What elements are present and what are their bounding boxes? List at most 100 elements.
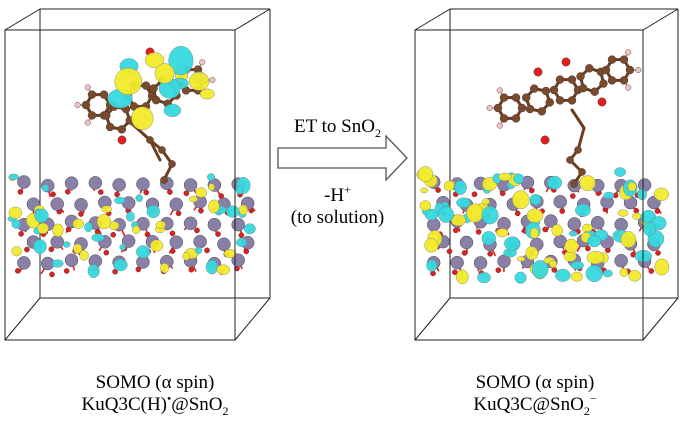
tin-atom	[567, 217, 581, 231]
orbital-lobe	[643, 221, 656, 237]
tin-atom	[88, 176, 103, 190]
orbital-lobe	[526, 208, 544, 223]
oxygen-atom	[453, 227, 459, 234]
hydrogen-atom	[84, 119, 91, 126]
hydrogen-atom	[635, 66, 642, 73]
carbon-atom	[578, 168, 586, 176]
oxygen-atom	[17, 189, 24, 195]
oxygen-atom	[97, 189, 104, 195]
oxygen-atom	[18, 231, 24, 237]
oxygen-atom	[198, 207, 204, 214]
oxygen-atom	[169, 230, 176, 237]
tin-atom	[614, 217, 628, 232]
hydrogen-atom	[625, 84, 632, 91]
orbital-lobe	[114, 67, 143, 96]
orbital-lobe	[619, 267, 629, 277]
orbital-lobe	[144, 52, 165, 69]
orbital-lobe	[614, 167, 626, 177]
orbital-lobe	[653, 187, 669, 202]
oxygen-atom	[175, 210, 182, 217]
orbital-lobe	[136, 245, 151, 259]
orbital-lobe	[654, 258, 670, 276]
tin-atom	[183, 178, 198, 192]
orbital-lobe	[168, 45, 194, 76]
orbital-lobe	[570, 261, 584, 270]
tin-atom	[50, 197, 64, 211]
orbital-lobe	[216, 264, 230, 275]
oxygen-atom	[654, 208, 661, 214]
carbon-atom	[555, 75, 565, 84]
oxygen-atom	[183, 190, 190, 197]
tin-atom	[169, 235, 183, 249]
oxygen-atom	[461, 250, 468, 256]
orbital-lobe	[513, 173, 524, 184]
orbital-lobe	[114, 196, 126, 205]
orbital-lobe	[551, 224, 563, 237]
transition-arrow	[277, 134, 408, 182]
oxygen-atom	[633, 207, 640, 214]
oxygen-atom	[110, 231, 116, 238]
orbital-lobe	[512, 190, 530, 210]
right-system-label: KuQ3C@SnO2−	[473, 391, 597, 418]
carbon-atom	[99, 90, 109, 99]
orbital-lobe	[581, 223, 593, 233]
orbital-lobe	[555, 268, 571, 282]
orbital-lobe	[62, 241, 71, 248]
carbon-atom	[525, 104, 535, 114]
deprotonation-label: -H+ (to solution)	[270, 184, 405, 229]
orbital-lobe	[549, 260, 557, 268]
hydrogen-atom	[209, 76, 216, 83]
orbital-lobe	[426, 259, 438, 272]
carbon-atom	[141, 81, 151, 90]
orbital-lobe	[481, 231, 496, 246]
orbital-lobe	[238, 204, 248, 216]
left-state-caption: SOMO (α spin) KuQ3C(H)•@SnO2	[40, 372, 270, 417]
hydrogen-atom	[496, 87, 503, 94]
oxygen-atom	[597, 97, 607, 107]
orbital-lobe	[628, 270, 642, 282]
carbon-atom	[545, 98, 554, 107]
electron-transfer-label: ET to SnO2	[294, 116, 381, 140]
to-solution-line: (to solution)	[290, 207, 385, 228]
orbital-lobe	[529, 194, 542, 206]
right-kuq3c-molecule	[486, 49, 642, 188]
tin-atom	[614, 254, 628, 268]
orbital-lobe	[420, 187, 429, 194]
carbon-atom	[158, 146, 166, 154]
orbital-lobe	[113, 258, 128, 272]
orbital-lobe	[586, 250, 605, 265]
tin-atom	[193, 234, 207, 249]
carbon-atom	[625, 65, 635, 75]
left-simulation-cell	[4, 8, 271, 341]
orbital-lobe	[195, 187, 208, 198]
carbon-atom	[567, 75, 577, 84]
orbital-lobe	[163, 103, 182, 117]
right-slab-orbital-lobes	[416, 166, 670, 285]
orbital-lobe	[243, 223, 256, 235]
orbital-lobe	[637, 188, 647, 201]
orbital-lobe	[208, 199, 220, 214]
orbital-lobe	[132, 225, 141, 235]
orbital-lobe	[199, 88, 215, 100]
tin-atom	[591, 215, 605, 230]
orbital-lobe	[236, 237, 248, 248]
orbital-lobe	[579, 175, 596, 191]
orbital-lobe	[146, 204, 160, 219]
oxygen-atom	[452, 269, 458, 276]
orbital-lobe	[208, 183, 215, 191]
tin-atom	[50, 235, 64, 249]
oxygen-atom	[559, 208, 566, 214]
oxygen-atom	[117, 135, 127, 145]
hydrogen-atom	[84, 84, 91, 91]
tin-atom	[473, 256, 488, 270]
carbon-atom	[87, 111, 97, 120]
orbital-lobe	[620, 231, 637, 248]
orbital-lobe	[525, 246, 539, 261]
tin-atom	[450, 255, 464, 270]
carbon-atom	[493, 103, 503, 113]
orbital-lobe	[8, 206, 23, 220]
orbital-lobe	[84, 222, 93, 233]
orbital-lobe	[188, 71, 210, 91]
carbon-atom	[607, 55, 617, 64]
carbon-atom	[81, 100, 91, 110]
